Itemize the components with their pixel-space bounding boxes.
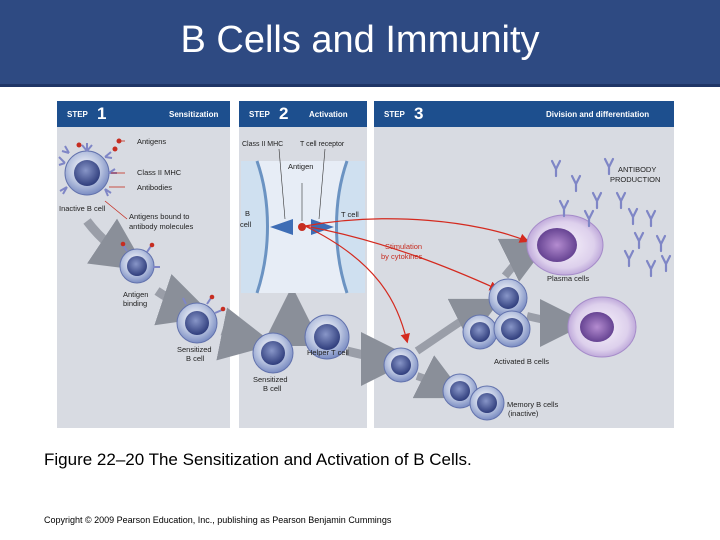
label-sensitized-2b: B cell bbox=[263, 384, 282, 393]
step2-title: Activation bbox=[309, 110, 348, 119]
step2-header: STEP 2 Activation bbox=[239, 101, 367, 127]
sensitized-b-cell-step2 bbox=[252, 332, 294, 374]
step3-title: Division and differentiation bbox=[546, 110, 650, 119]
helper-t-cell bbox=[304, 314, 350, 360]
label-sensitized-2a: Sensitized bbox=[253, 375, 288, 384]
label-stimulation-1: Stimulation bbox=[385, 242, 422, 251]
slide-title: B Cells and Immunity bbox=[180, 18, 540, 61]
label-antibody-production-2: PRODUCTION bbox=[610, 175, 660, 184]
step1-word: STEP bbox=[67, 110, 88, 119]
copyright-notice: Copyright © 2009 Pearson Education, Inc.… bbox=[44, 515, 392, 525]
step2-number: 2 bbox=[279, 104, 289, 123]
step3-header: STEP 3 Division and differentiation bbox=[374, 101, 674, 127]
label-antigens-bound-1: Antigens bound to bbox=[129, 212, 189, 221]
figure-caption: Figure 22–20 The Sensitization and Activ… bbox=[44, 450, 472, 469]
label-b-cell-1: B bbox=[245, 209, 250, 218]
label-inactive-b-cell: Inactive B cell bbox=[59, 204, 106, 213]
step1-title: Sensitization bbox=[169, 110, 219, 119]
step1-number: 1 bbox=[97, 104, 107, 123]
label-plasma-cells: Plasma cells bbox=[547, 274, 589, 283]
label-b-cell-2: cell bbox=[240, 220, 252, 229]
label-memory-b-cells-1: Memory B cells bbox=[507, 400, 559, 409]
label-antigen: Antigen bbox=[288, 162, 313, 171]
antigen-binding-cell bbox=[119, 241, 160, 284]
activated-b-cells bbox=[383, 278, 531, 383]
step3-word: STEP bbox=[384, 110, 405, 119]
sensitized-b-cell-step1 bbox=[176, 294, 226, 344]
label-t-cell: T cell bbox=[341, 210, 359, 219]
plasma-cells bbox=[526, 214, 637, 358]
label-class-ii-mhc-2: Class II MHC bbox=[242, 141, 283, 148]
diagram-illustration: Antigens Class II MHC Antibodies Inactiv… bbox=[58, 137, 672, 421]
label-antigen-binding-1: Antigen bbox=[123, 290, 148, 299]
step1-header: STEP 1 Sensitization bbox=[57, 101, 230, 127]
label-sensitized-1b: B cell bbox=[186, 354, 205, 363]
label-antibody-production-1: ANTIBODY bbox=[618, 165, 656, 174]
label-antigens: Antigens bbox=[137, 137, 166, 146]
label-stimulation-2: by cytokines bbox=[381, 252, 423, 261]
inactive-b-cell bbox=[58, 138, 122, 197]
label-class-ii-mhc: Class II MHC bbox=[137, 168, 182, 177]
label-memory-b-cells-2: (inactive) bbox=[508, 409, 539, 418]
label-antigen-binding-2: binding bbox=[123, 299, 147, 308]
memory-b-cells bbox=[442, 373, 505, 421]
label-t-cell-receptor: T cell receptor bbox=[300, 141, 345, 148]
b-cell-activation-figure: STEP 1 Sensitization STEP 2 Activation S… bbox=[57, 101, 674, 428]
label-activated-b-cells: Activated B cells bbox=[494, 357, 549, 366]
label-antigens-bound-2: antibody molecules bbox=[129, 222, 193, 231]
synapse-closeup bbox=[241, 148, 365, 294]
antibodies-released bbox=[550, 157, 672, 278]
title-bar: B Cells and Immunity bbox=[0, 0, 720, 87]
label-antibodies: Antibodies bbox=[137, 183, 172, 192]
label-helper-t-cell: Helper T cell bbox=[307, 348, 349, 357]
label-sensitized-1a: Sensitized bbox=[177, 345, 212, 354]
step3-number: 3 bbox=[414, 104, 424, 123]
step2-word: STEP bbox=[249, 110, 270, 119]
